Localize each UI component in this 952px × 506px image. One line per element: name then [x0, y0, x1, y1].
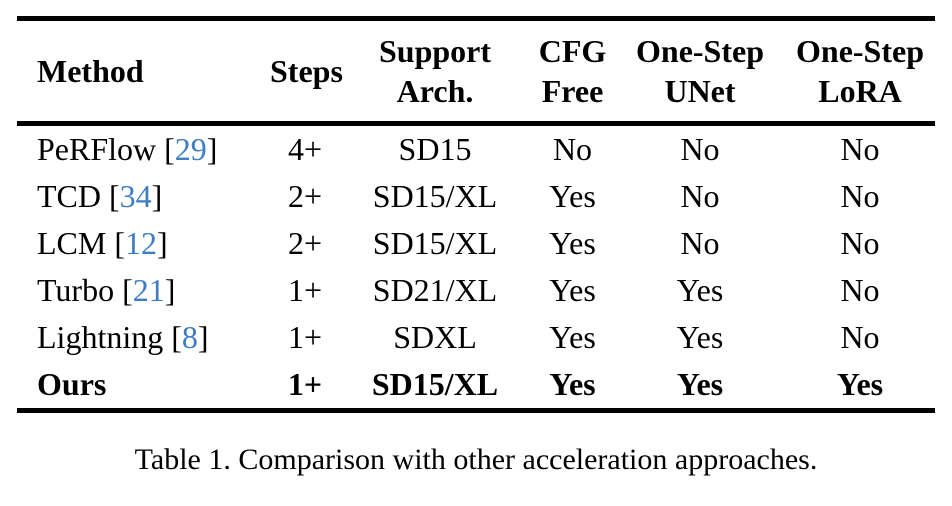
cite-close-bracket: ]: [157, 225, 168, 261]
col-header-method: Method: [17, 51, 270, 91]
cell-one-step-unet: Yes: [676, 319, 724, 355]
col-header-support-arch-line1: Support: [378, 33, 492, 69]
cell-one-step-lora: Yes: [836, 366, 884, 402]
cite-open-bracket: [: [122, 272, 133, 308]
cell-one-step-unet: Yes: [676, 272, 724, 308]
cell-support-arch: SD21/XL: [372, 272, 498, 308]
col-header-cfg-free-line2: Free: [541, 73, 604, 109]
cell-steps: 2+: [287, 225, 323, 261]
table-bottom-rule: [17, 408, 935, 413]
cell-one-step-unet: Yes: [676, 366, 724, 402]
cell-method: Lightning [8]: [17, 319, 270, 356]
method-name: TCD: [37, 178, 101, 214]
cite-open-bracket: [: [164, 131, 175, 167]
cell-steps: 1+: [287, 272, 323, 308]
cell-one-step-lora: No: [840, 272, 880, 308]
table-row: Lightning [8] 1+ SDXL Yes Yes No: [17, 314, 935, 361]
citation-link[interactable]: 8: [181, 319, 198, 355]
cite-close-bracket: ]: [206, 131, 218, 167]
cell-method: Ours: [37, 366, 107, 402]
cell-one-step-lora: No: [840, 225, 880, 261]
col-header-steps-label: Steps: [270, 53, 343, 89]
cell-cfg-free: Yes: [549, 225, 596, 261]
cite-close-bracket: ]: [164, 272, 176, 308]
cell-one-step-lora: No: [840, 178, 880, 214]
col-header-one-step-unet: One-Step UNet: [615, 31, 785, 111]
table-caption: Table 1. Comparison with other accelerat…: [134, 443, 818, 476]
cell-steps: 2+: [287, 178, 323, 214]
table-row: Turbo [21] 1+ SD21/XL Yes Yes No: [17, 267, 935, 314]
col-header-one-step-lora-line1: One-Step: [796, 33, 924, 69]
cite-open-bracket: [: [171, 319, 182, 355]
table-row: PeRFlow [29] 4+ SD15 No No No: [17, 126, 935, 173]
cell-support-arch: SD15/XL: [372, 178, 498, 214]
col-header-cfg-free: CFG Free: [530, 31, 615, 111]
cell-cfg-free: Yes: [549, 319, 596, 355]
cell-cfg-free: Yes: [549, 178, 596, 214]
cell-one-step-lora: No: [840, 131, 880, 167]
citation-link[interactable]: 34: [119, 178, 152, 214]
col-header-one-step-lora-line2: LoRA: [818, 73, 902, 109]
cell-method: Turbo [21]: [17, 272, 270, 309]
cell-support-arch: SD15/XL: [372, 225, 498, 261]
cell-support-arch: SD15: [398, 131, 472, 167]
table-body: PeRFlow [29] 4+ SD15 No No No TCD [34] 2…: [17, 126, 935, 408]
cell-method: PeRFlow [29]: [17, 131, 270, 168]
col-header-one-step-unet-line1: One-Step: [636, 33, 764, 69]
cite-close-bracket: ]: [197, 319, 209, 355]
cite-open-bracket: [: [109, 178, 120, 214]
cell-support-arch: SD15/XL: [371, 366, 499, 402]
comparison-table: Method Steps Support Arch. CFG Free One-…: [17, 16, 935, 413]
cell-method: TCD [34]: [17, 178, 270, 215]
cell-steps: 4+: [287, 131, 323, 167]
col-header-cfg-free-line1: CFG: [538, 33, 607, 69]
table-header-row: Method Steps Support Arch. CFG Free One-…: [17, 21, 935, 121]
cite-open-bracket: [: [114, 225, 125, 261]
citation-link[interactable]: 29: [174, 131, 207, 167]
cell-method: LCM [12]: [17, 225, 270, 262]
col-header-one-step-lora: One-Step LoRA: [785, 31, 935, 111]
cell-steps: 1+: [287, 319, 323, 355]
method-name: PeRFlow: [37, 131, 157, 167]
citation-link[interactable]: 21: [132, 272, 165, 308]
col-header-support-arch: Support Arch.: [340, 31, 530, 111]
cite-close-bracket: ]: [151, 178, 163, 214]
cell-one-step-lora: No: [840, 319, 880, 355]
cell-cfg-free: No: [552, 131, 593, 167]
cell-cfg-free: Yes: [549, 366, 596, 402]
method-name: Lightning: [37, 319, 164, 355]
method-name: LCM: [37, 225, 107, 261]
cell-one-step-unet: No: [680, 225, 720, 261]
cell-cfg-free: Yes: [549, 272, 596, 308]
col-header-one-step-unet-line2: UNet: [664, 73, 736, 109]
citation-link[interactable]: 12: [125, 225, 157, 261]
table-top-rule: [17, 16, 935, 21]
col-header-method-label: Method: [37, 53, 144, 89]
col-header-steps: Steps: [270, 51, 343, 91]
col-header-support-arch-line2: Arch.: [396, 73, 474, 109]
table-row: LCM [12] 2+ SD15/XL Yes No No: [17, 220, 935, 267]
cell-one-step-unet: No: [680, 131, 720, 167]
cell-steps: 1+: [287, 366, 323, 402]
cell-one-step-unet: No: [680, 178, 720, 214]
cell-support-arch: SDXL: [393, 319, 477, 355]
table-row-ours: Ours 1+ SD15/XL Yes Yes Yes: [17, 361, 935, 408]
table-row: TCD [34] 2+ SD15/XL Yes No No: [17, 173, 935, 220]
table-header-rule: [17, 121, 935, 126]
method-name: Turbo: [37, 272, 115, 308]
